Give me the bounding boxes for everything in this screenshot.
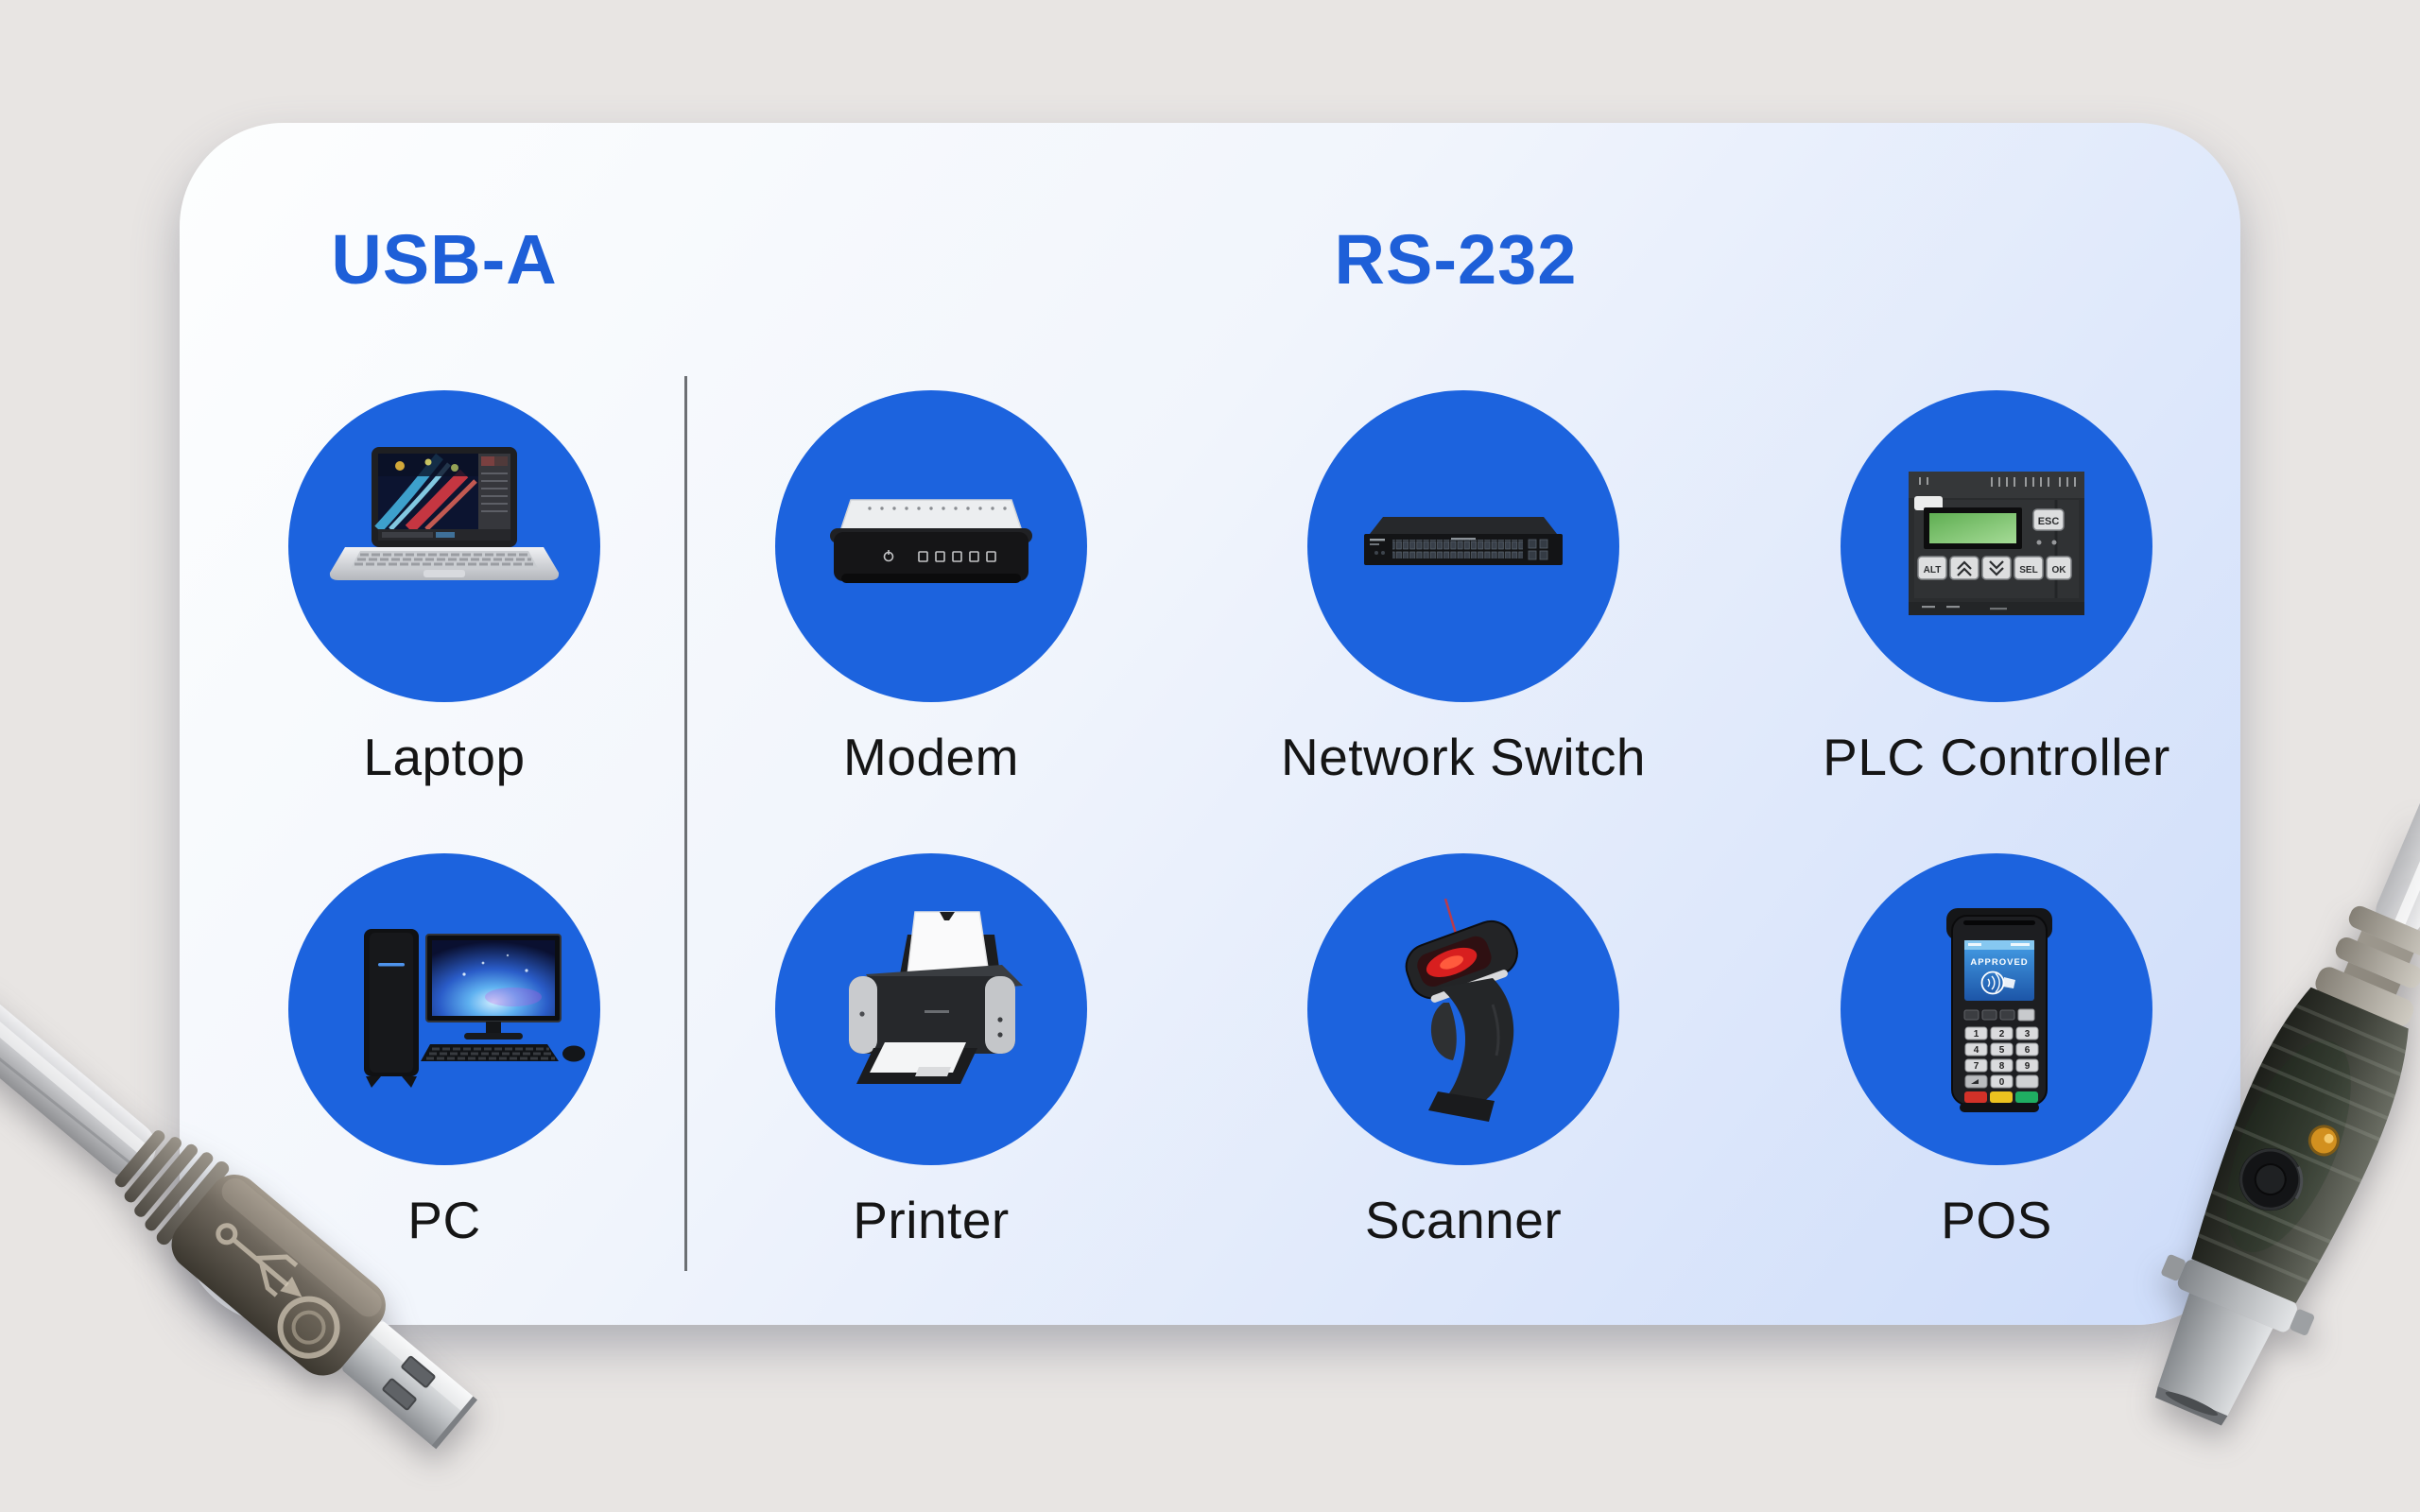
device-cell-plc-controller: ESC ALT bbox=[1779, 390, 2214, 787]
pos-key-4: 4 bbox=[1974, 1045, 1979, 1056]
device-cell-pos: APPROVED bbox=[1779, 853, 2214, 1250]
device-cell-modem: Modem bbox=[714, 390, 1149, 787]
chevron-up-icon bbox=[1957, 560, 1972, 576]
device-cell-printer: Printer bbox=[714, 853, 1149, 1250]
rs-232-connector-photo bbox=[2154, 718, 2420, 1426]
device-circle bbox=[288, 390, 600, 702]
pos-key-5: 5 bbox=[1999, 1045, 2005, 1056]
led-indicator bbox=[2308, 1125, 2340, 1157]
pos-key-9: 9 bbox=[2025, 1061, 2031, 1072]
plc-esc-button: ESC bbox=[2032, 508, 2065, 531]
device-label-modem: Modem bbox=[843, 728, 1019, 786]
pos-key-7: 7 bbox=[1974, 1061, 1979, 1072]
plc-alt-button-label: ALT bbox=[1924, 565, 1942, 576]
pos-key-2: 2 bbox=[1999, 1029, 2005, 1040]
device-circle bbox=[288, 853, 600, 1165]
pos-screen-status: APPROVED bbox=[1970, 957, 2028, 968]
header-usb-a: USB-A bbox=[331, 220, 558, 299]
plc-ok-button-label: OK bbox=[2052, 565, 2067, 576]
device-cell-scanner: Scanner bbox=[1246, 853, 1681, 1250]
plc-up-button bbox=[1949, 556, 1979, 580]
column-divider bbox=[684, 376, 687, 1271]
device-label-plc-controller: PLC Controller bbox=[1823, 728, 2170, 786]
network-switch-icon bbox=[1364, 517, 1563, 565]
device-label-network-switch: Network Switch bbox=[1281, 728, 1646, 786]
plc-ok-button: OK bbox=[2046, 556, 2072, 580]
pos-key-3: 3 bbox=[2025, 1029, 2031, 1040]
device-cell-network-switch: Network Switch bbox=[1246, 390, 1681, 787]
chevron-down-icon bbox=[1989, 560, 2004, 576]
header-rs-232: RS-232 bbox=[1334, 220, 1578, 299]
pc-icon bbox=[364, 929, 585, 1088]
modem-icon bbox=[830, 499, 1032, 583]
usb-trident-logo bbox=[216, 1223, 299, 1297]
pos-keypad: 1 2 3 4 5 6 7 8 9 0 bbox=[1964, 1026, 2039, 1089]
pos-key-8: 8 bbox=[1999, 1061, 2005, 1072]
laptop-icon bbox=[329, 447, 560, 580]
pos-key-6: 6 bbox=[2025, 1045, 2031, 1056]
device-circle bbox=[1307, 390, 1619, 702]
device-label-pos: POS bbox=[1941, 1191, 2052, 1249]
device-cell-pc: PC bbox=[227, 853, 662, 1250]
plc-sel-button-label: SEL bbox=[2019, 565, 2037, 576]
device-label-scanner: Scanner bbox=[1364, 1191, 1563, 1249]
device-circle bbox=[775, 853, 1087, 1165]
device-circle bbox=[775, 390, 1087, 702]
plc-controller-icon: ESC ALT bbox=[1909, 472, 2084, 615]
device-circle: ESC ALT bbox=[1841, 390, 2152, 702]
device-circle bbox=[1307, 853, 1619, 1165]
plc-sel-button: SEL bbox=[2014, 556, 2044, 580]
plc-down-button bbox=[1981, 556, 2012, 580]
printer-icon bbox=[849, 911, 1023, 1084]
pos-terminal-icon: APPROVED bbox=[1946, 908, 2052, 1112]
device-label-pc: PC bbox=[407, 1191, 481, 1249]
barcode-scanner-icon bbox=[1405, 898, 1518, 1122]
usb-a-connector-photo bbox=[0, 964, 478, 1450]
device-label-printer: Printer bbox=[853, 1191, 1010, 1249]
plc-alt-button: ALT bbox=[1917, 556, 1947, 580]
pos-key-0: 0 bbox=[1999, 1077, 2005, 1088]
plc-esc-button-label: ESC bbox=[2038, 516, 2060, 527]
pos-key-1: 1 bbox=[1974, 1029, 1979, 1040]
device-circle: APPROVED bbox=[1841, 853, 2152, 1165]
device-cell-laptop: Laptop bbox=[227, 390, 662, 787]
device-label-laptop: Laptop bbox=[363, 728, 526, 786]
